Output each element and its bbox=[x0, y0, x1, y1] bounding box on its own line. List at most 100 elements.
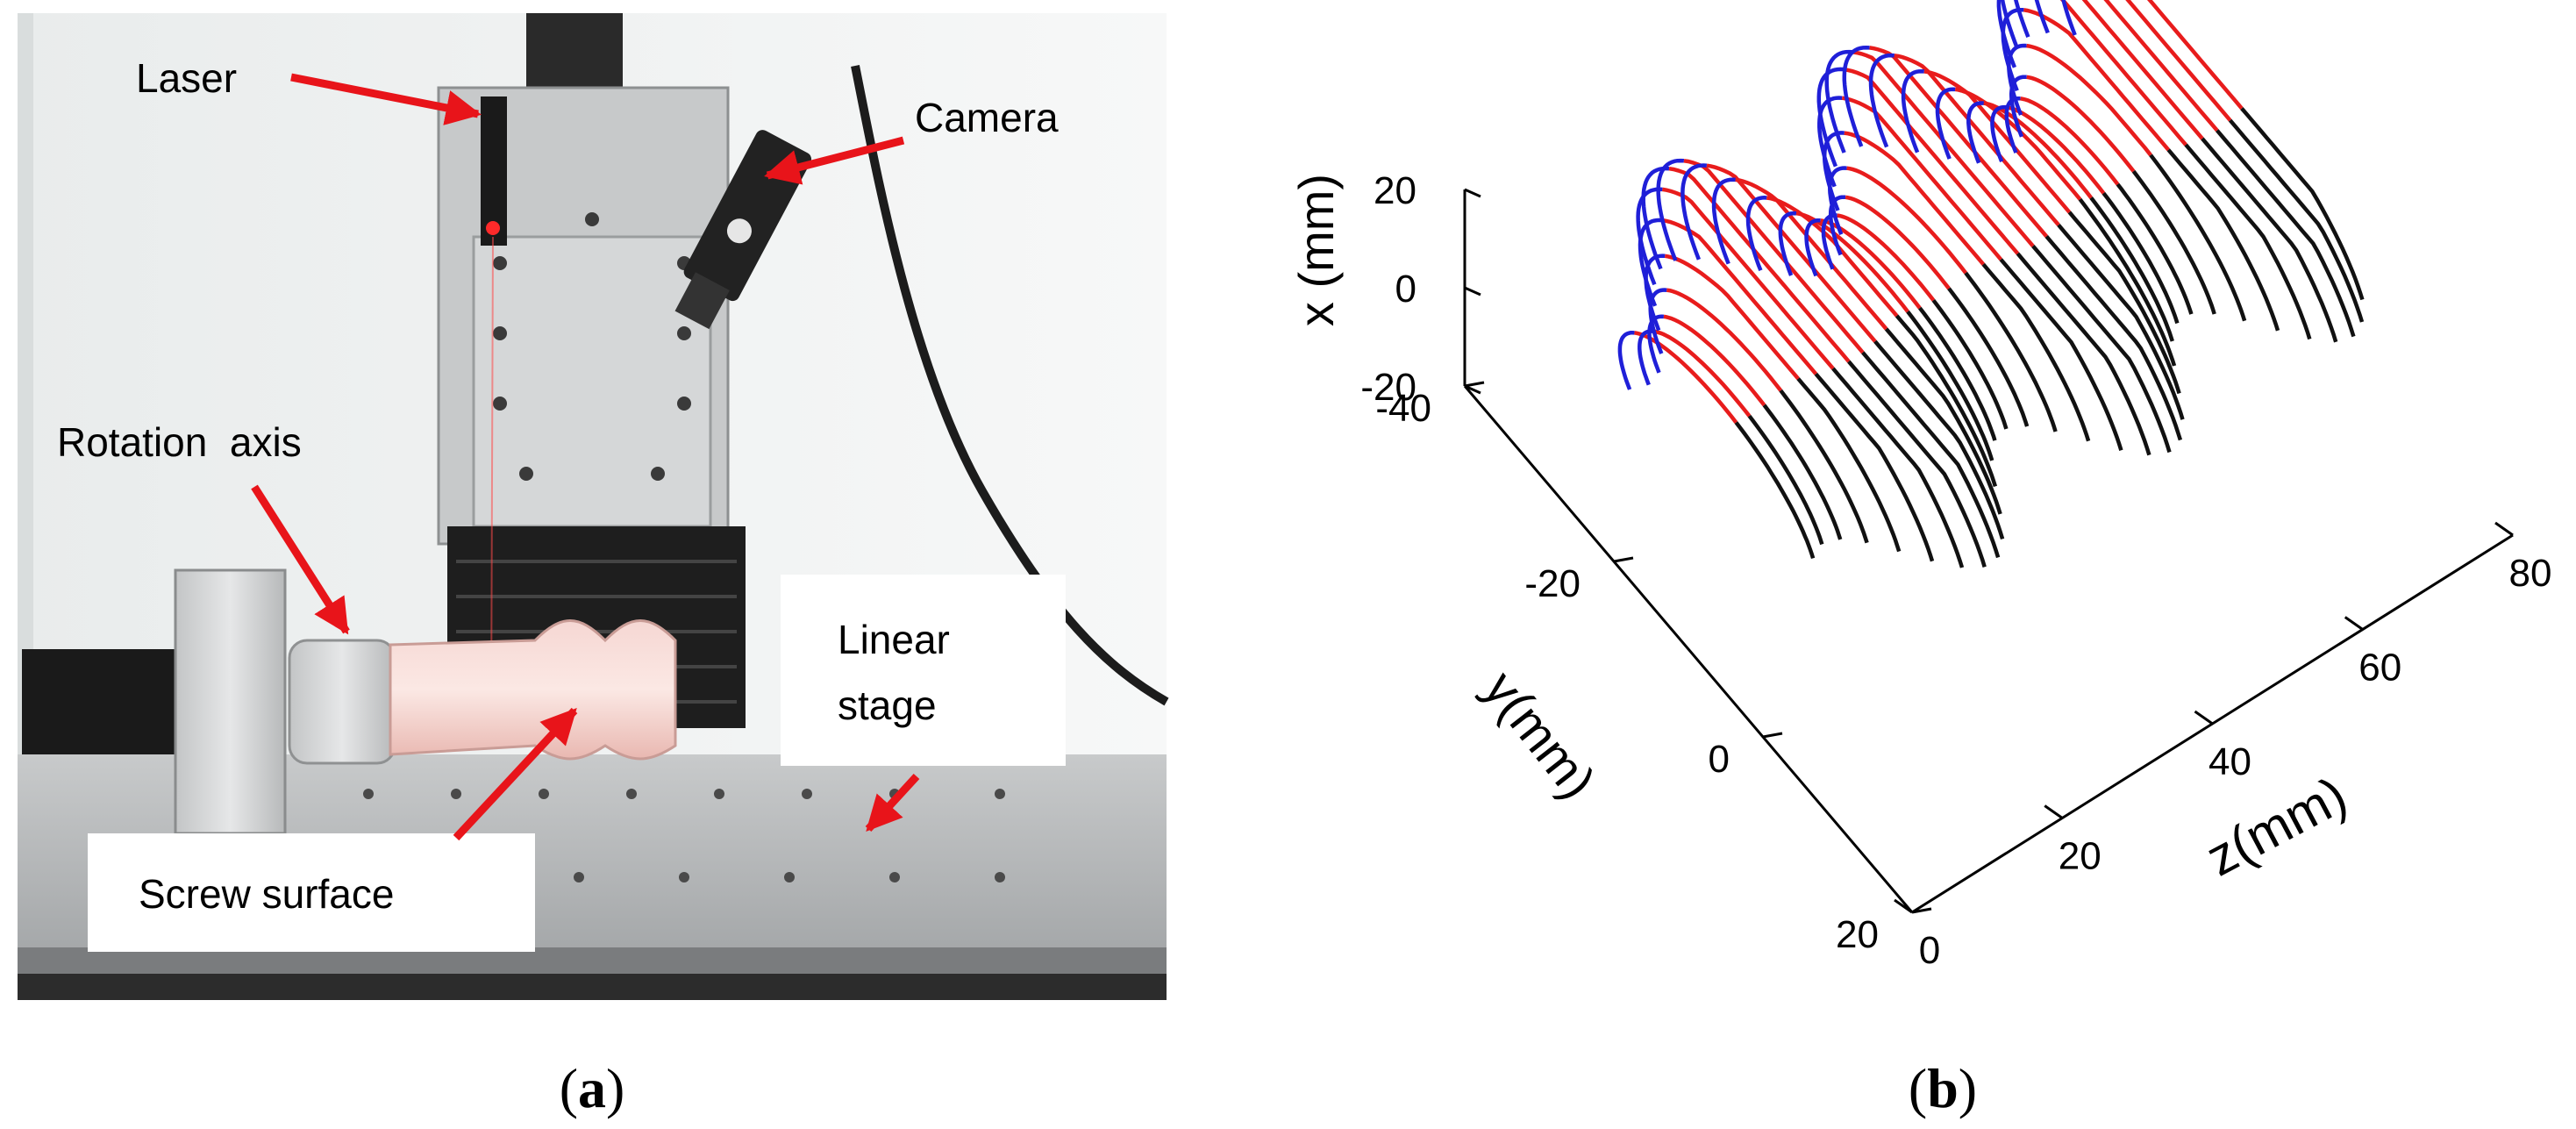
rotation-axis-arrow bbox=[251, 484, 350, 635]
scan-curve-segment bbox=[1816, 67, 1845, 168]
scan-curve-segment bbox=[1918, 306, 1997, 441]
scan-curve-segment bbox=[1634, 331, 1738, 424]
scan-curve-segment bbox=[1814, 372, 1935, 562]
scan-curve-segment bbox=[1661, 218, 1818, 375]
scan-curve-segment bbox=[2240, 107, 2365, 301]
y-tick-mark bbox=[1762, 732, 1783, 739]
z-tick-mark bbox=[2194, 710, 2214, 725]
scan-curve-segment bbox=[2059, 0, 2187, 146]
scan-curve-segment bbox=[1683, 159, 1865, 354]
scan-curve-segment bbox=[1636, 187, 1663, 286]
x-tick-mark bbox=[1464, 188, 1481, 198]
scan-curve-segment bbox=[1983, 101, 2093, 199]
scan-curve-segment bbox=[2067, 211, 2181, 395]
motor-bracket bbox=[174, 568, 287, 835]
scan-curve-segment bbox=[2116, 182, 2194, 315]
y-tick-mark bbox=[1464, 381, 1485, 388]
scan-curve-segment bbox=[1706, 163, 1877, 343]
scan-curve-segment bbox=[1852, 50, 2035, 247]
scan-curve-segment bbox=[1735, 177, 1888, 331]
z-tick-mark bbox=[1894, 898, 1913, 914]
scan-curve-segment bbox=[2020, 96, 2120, 186]
y-tick-mark bbox=[1613, 556, 1634, 563]
rotation-axis-label: Rotation axis bbox=[57, 419, 302, 465]
linear-stage-label-line2: stage bbox=[838, 682, 937, 728]
scan-curve-segment bbox=[1804, 218, 1821, 277]
x-tick-mark bbox=[1464, 384, 1481, 395]
scan-curve-segment bbox=[1861, 351, 2001, 559]
x-tick-label: 0 bbox=[1395, 268, 1416, 311]
cable bbox=[851, 65, 1169, 706]
scan-curve-segment bbox=[2044, 235, 2183, 441]
linear-stage-box bbox=[781, 575, 1066, 766]
scan-curve-segment bbox=[2166, 148, 2280, 332]
scan-curve-segment bbox=[1796, 377, 1902, 553]
caption-a-letter: a bbox=[578, 1057, 606, 1119]
scan-curve-segment bbox=[2031, 245, 2172, 454]
y-axis-line bbox=[1463, 385, 1914, 913]
screw-workpiece bbox=[389, 619, 677, 761]
screw-surface-arrow bbox=[453, 707, 578, 841]
z-tick-label: 0 bbox=[1919, 929, 1940, 972]
z-axis-title: z(mm) bbox=[2197, 765, 2356, 887]
scan-curve-segment bbox=[1981, 262, 2091, 442]
scan-curve-segment bbox=[2026, 43, 2152, 157]
scan-curve-segment bbox=[2146, 0, 2244, 111]
scan-curve-segment bbox=[1652, 329, 1752, 418]
scan-curve-segment bbox=[1762, 404, 1843, 540]
z-tick-mark bbox=[2494, 521, 2514, 537]
scan-curve-segment bbox=[2061, 0, 2077, 36]
scan-curve-segment bbox=[1846, 166, 1967, 275]
scan-curve-segment bbox=[1656, 158, 1685, 261]
z-tick-label: 60 bbox=[2358, 647, 2401, 690]
y-tick-label: 0 bbox=[1709, 738, 1730, 781]
laser-body bbox=[481, 96, 507, 246]
scan-curve-segment bbox=[2125, 0, 2232, 122]
laser-arrow bbox=[290, 73, 482, 125]
scan-curve-segment bbox=[1666, 288, 1783, 392]
scan-curve-segment bbox=[1668, 166, 1851, 363]
scan-curve-segment bbox=[1641, 166, 1670, 270]
y-axis-title: y(mm) bbox=[1473, 661, 1606, 809]
scan-curve-segment bbox=[2026, 75, 2136, 173]
scan-curve-segment bbox=[1947, 287, 2030, 427]
stage-under bbox=[18, 974, 1167, 1000]
z-tick-label: 20 bbox=[2059, 835, 2101, 878]
scan-curve-segment bbox=[1935, 87, 1956, 160]
motor-top bbox=[526, 13, 623, 92]
scan-curve-segment bbox=[1931, 298, 2009, 430]
scan-curve-segment bbox=[1824, 49, 1853, 154]
laser-beam bbox=[490, 236, 494, 720]
x-axis-title: x (mm) bbox=[1288, 174, 1344, 326]
caption-b: (b) bbox=[1909, 1057, 1977, 1119]
scan-curve-segment bbox=[1778, 211, 1797, 276]
motor bbox=[22, 649, 189, 754]
callout-arrows bbox=[251, 73, 920, 841]
scan-curve-segment bbox=[1779, 389, 1869, 544]
scan-curve-segment bbox=[1868, 53, 1895, 148]
screw-surface-label: Screw surface bbox=[139, 871, 394, 917]
scan-curve-segment bbox=[2201, 137, 2338, 343]
y-tick-label: -40 bbox=[1375, 387, 1431, 430]
x-tick-label: -20 bbox=[1360, 366, 1416, 409]
z-tick-mark bbox=[2344, 616, 2364, 631]
scan-curve-segment bbox=[1680, 163, 1708, 261]
scan-curve-segment bbox=[2184, 143, 2312, 340]
scan-curve-segment bbox=[2034, 0, 2050, 34]
scan-curve-segment bbox=[2131, 169, 2216, 315]
y-tick-label: 20 bbox=[1836, 913, 1879, 956]
z-tick-label: 40 bbox=[2209, 740, 2251, 783]
scan-curve-segment bbox=[2057, 223, 2185, 420]
caption-a-close: ) bbox=[606, 1057, 624, 1119]
scan-curves bbox=[1617, 0, 2365, 568]
scan-curve-segment bbox=[1999, 258, 2123, 451]
scan-curve-segment bbox=[1847, 360, 1987, 568]
laser-label: Laser bbox=[136, 55, 237, 101]
scan-curve-segment bbox=[1711, 177, 1736, 265]
scan-curve-segment bbox=[2089, 197, 2174, 342]
tower-holes bbox=[493, 212, 691, 481]
scan-curve-segment bbox=[1664, 254, 1800, 381]
x-tick-label: 20 bbox=[1374, 169, 1416, 212]
